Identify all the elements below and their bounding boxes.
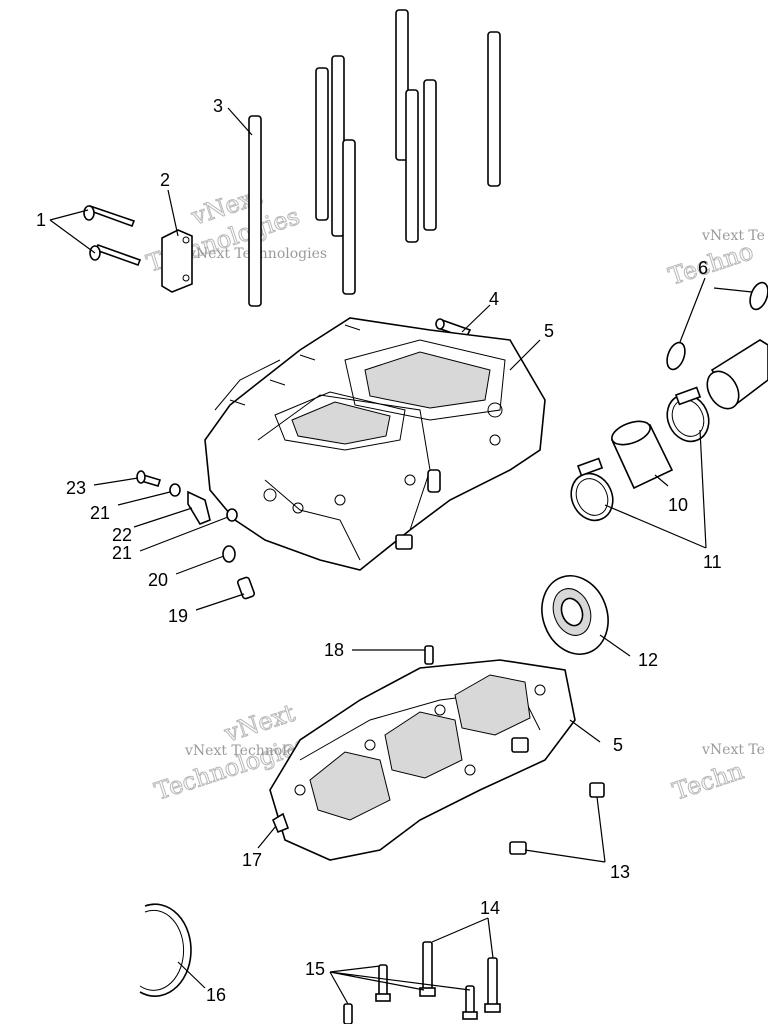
part-16-ring bbox=[139, 903, 192, 997]
callout-20: 20 bbox=[148, 570, 168, 590]
part-10-sleeve bbox=[610, 420, 674, 490]
callout-21-lower: 21 bbox=[112, 543, 132, 563]
callout-4: 4 bbox=[489, 289, 499, 309]
callout-16: 16 bbox=[206, 985, 226, 1005]
callout-13: 13 bbox=[610, 862, 630, 882]
callout-10: 10 bbox=[668, 495, 688, 515]
callout-6: 6 bbox=[698, 258, 708, 278]
callout-3: 3 bbox=[213, 96, 223, 116]
intake-adapter bbox=[706, 339, 768, 410]
part-3-studs bbox=[248, 9, 501, 307]
watermark-outline-3: Techno bbox=[665, 237, 757, 291]
watermark-text-5: vNext Te bbox=[701, 742, 765, 758]
lower-crankcase bbox=[269, 645, 576, 861]
part-14-bolts bbox=[419, 941, 501, 1013]
callout-23: 23 bbox=[66, 478, 86, 498]
callout-12: 12 bbox=[638, 650, 658, 670]
part-6-o-rings bbox=[666, 281, 768, 371]
callout-5-upper: 5 bbox=[544, 321, 554, 341]
callout-17: 17 bbox=[242, 850, 262, 870]
small-parts-17-23 bbox=[136, 470, 290, 834]
watermark-text-4: vNext Technologies bbox=[184, 743, 324, 759]
callout-14: 14 bbox=[480, 898, 500, 918]
upper-crankcase bbox=[204, 317, 546, 571]
callout-21-upper: 21 bbox=[90, 503, 110, 523]
watermark-text-3: vNext Te bbox=[701, 228, 765, 244]
part-13-plugs bbox=[509, 782, 605, 855]
leader-lines bbox=[49, 107, 753, 1005]
callout-1: 1 bbox=[36, 210, 46, 230]
part-15-bolts bbox=[343, 964, 478, 1024]
callout-11: 11 bbox=[703, 552, 722, 572]
callout-18: 18 bbox=[324, 640, 344, 660]
part-2-plate bbox=[161, 229, 193, 293]
callout-19: 19 bbox=[168, 606, 188, 626]
callout-15: 15 bbox=[305, 959, 325, 979]
watermark-outline-6: Techn bbox=[669, 757, 747, 806]
part-1-bolts bbox=[83, 205, 142, 267]
part-12-seal bbox=[541, 575, 609, 655]
callout-2: 2 bbox=[160, 170, 170, 190]
callout-labels: 1 2 3 4 5 5 6 10 11 12 13 14 15 16 17 18… bbox=[36, 96, 722, 1005]
callout-5-lower: 5 bbox=[613, 735, 623, 755]
part-11-clamps bbox=[570, 386, 710, 522]
callout-22: 22 bbox=[112, 525, 132, 545]
